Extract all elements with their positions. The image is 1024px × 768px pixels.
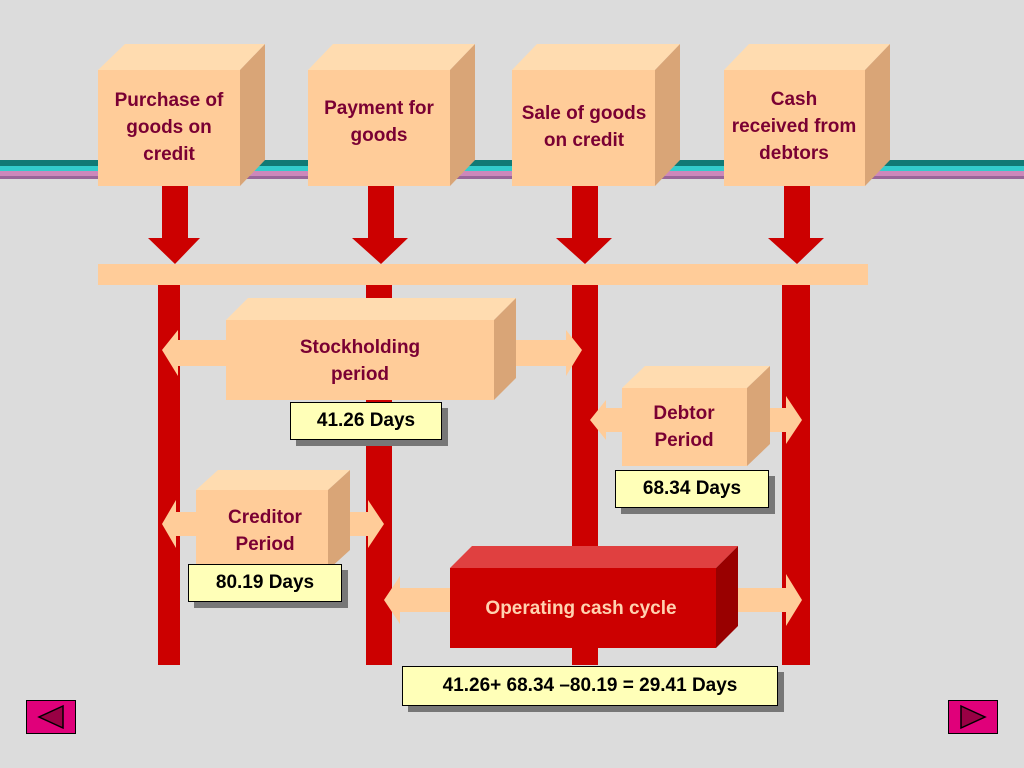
debtor-arrow-right bbox=[760, 396, 802, 444]
stockholding-arrow-left bbox=[162, 330, 228, 376]
event-box-1 bbox=[98, 44, 265, 186]
event-box-4 bbox=[724, 44, 890, 186]
prev-slide-button[interactable] bbox=[26, 700, 76, 734]
stockholding-label: Stockholding period bbox=[299, 337, 421, 385]
debtor-arrow-left bbox=[590, 400, 625, 440]
event-label-sale: Sale of goods on credit bbox=[521, 103, 647, 151]
time-bar bbox=[98, 264, 868, 285]
stockholding-box bbox=[226, 298, 516, 400]
event-box-2 bbox=[308, 44, 475, 186]
creditor-days: 80.19 Days bbox=[188, 564, 342, 602]
down-arrow-2 bbox=[352, 186, 408, 264]
down-arrow-4 bbox=[768, 186, 824, 264]
triangle-right-icon bbox=[960, 704, 987, 730]
stockholding-arrow-right bbox=[505, 330, 582, 376]
creditor-box bbox=[196, 470, 350, 570]
operating-cycle-box bbox=[450, 546, 738, 648]
down-arrow-3 bbox=[556, 186, 612, 264]
creditor-label: Creditor Period bbox=[228, 507, 302, 555]
down-arrow-1 bbox=[148, 186, 200, 264]
creditor-arrow-left bbox=[162, 500, 200, 548]
next-slide-button[interactable] bbox=[948, 700, 998, 734]
operating-cycle-formula: 41.26+ 68.34 –80.19 = 29.41 Days bbox=[402, 666, 778, 706]
event-label-purchase: Purchase of goods on credit bbox=[114, 89, 224, 165]
operating-arrow-right bbox=[722, 574, 802, 626]
event-label-payment: Payment for goods bbox=[324, 98, 434, 146]
operating-arrow-left bbox=[384, 576, 452, 624]
event-label-cash-received: Cash received from debtors bbox=[731, 88, 857, 164]
event-box-3 bbox=[512, 44, 680, 186]
debtor-box bbox=[622, 366, 770, 466]
stockholding-days: 41.26 Days bbox=[290, 402, 442, 440]
triangle-left-icon bbox=[37, 704, 64, 730]
operating-cycle-label: Operating cash cycle bbox=[485, 597, 677, 619]
timeline-1 bbox=[158, 285, 180, 665]
debtor-days: 68.34 Days bbox=[615, 470, 769, 508]
creditor-arrow-right bbox=[344, 500, 384, 548]
debtor-label: Debtor Period bbox=[653, 403, 715, 451]
